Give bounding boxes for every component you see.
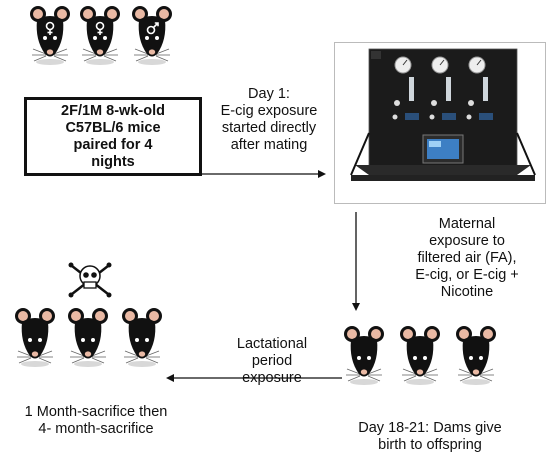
maternal-exposure-label: Maternal exposure to filtered air (FA), … [415, 216, 519, 300]
gauge-icon [468, 56, 486, 74]
exposure-machine-image [334, 42, 546, 204]
gauge-icon [431, 56, 449, 74]
female-symbol-icon [45, 21, 55, 35]
top-mice-group [29, 5, 173, 66]
female-symbol-icon [95, 21, 105, 35]
skull-crossbones-icon [68, 262, 112, 298]
pairing-box-text: 2F/1M 8-wk-old C57BL/6 mice paired for 4… [61, 102, 165, 170]
sacrifice-label: 1 Month-sacrifice then 4- month-sacrific… [24, 404, 168, 437]
gauge-icon [394, 56, 412, 74]
pairing-box: 2F/1M 8-wk-old C57BL/6 mice paired for 4… [24, 97, 202, 176]
male-symbol-icon [146, 22, 159, 35]
female-mouse-1 [29, 5, 71, 66]
dams-mice-group [343, 325, 497, 386]
dam-mouse-3 [455, 325, 497, 386]
birth-label: Day 18-21: Dams give birth to offspring [358, 420, 502, 453]
dam-mouse-1 [343, 325, 385, 386]
male-mouse [131, 5, 173, 66]
dam-mouse-2 [399, 325, 441, 386]
female-mouse-2 [79, 5, 121, 66]
day1-label: Day 1: E-cig exposure started directly a… [220, 86, 318, 153]
